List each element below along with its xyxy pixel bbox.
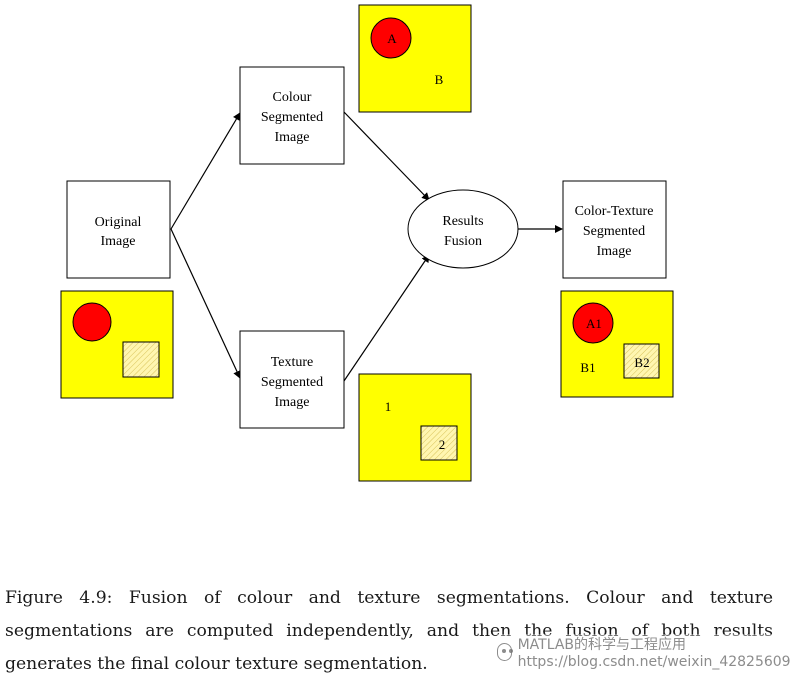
texture-segmented-node: Texture Segmented Image — [239, 330, 345, 429]
node-label-line: Colour — [273, 90, 312, 105]
color-texture-segmented-node: Color-Texture Segmented Image — [562, 180, 667, 279]
red-circle — [572, 302, 614, 344]
arrow-original-to-colour — [170, 112, 241, 230]
region-label-1: 1 — [385, 399, 392, 414]
node-label-line: Image — [597, 244, 632, 259]
node-label-line: Image — [275, 395, 310, 410]
region-label-b2: B2 — [634, 355, 649, 370]
results-fusion-node: Results Fusion — [407, 189, 519, 269]
colour-segmented-thumbnail: A B — [358, 4, 472, 113]
colour-segmented-node: Colour Segmented Image — [239, 66, 345, 165]
node-label-line: Color-Texture — [575, 204, 654, 219]
red-circle — [72, 302, 112, 342]
texture-square — [623, 343, 660, 379]
node-label-line: Original — [95, 215, 142, 230]
node-label-line: Image — [275, 130, 310, 145]
figure-caption: Figure 4.9: Fusion of colour and texture… — [5, 588, 773, 674]
arrow-colour-to-fusion — [343, 111, 430, 201]
node-label-line: Segmented — [261, 375, 323, 390]
wechat-icon — [497, 643, 512, 661]
watermark: MATLAB的科学与工程应用 https://blog.csdn.net/wei… — [497, 634, 798, 670]
texture-square — [420, 425, 458, 461]
original-image-node: Original Image — [66, 180, 171, 279]
final-segmentation-thumbnail: A1 B1 B2 — [560, 290, 674, 398]
texture-segmented-thumbnail: 1 2 — [358, 373, 472, 482]
region-label-b1: B1 — [580, 360, 595, 375]
node-label-line: Image — [101, 234, 136, 249]
node-label-line: Fusion — [444, 234, 482, 249]
arrow-texture-to-fusion — [343, 254, 430, 382]
red-circle — [370, 17, 412, 59]
watermark-text: MATLAB的科学与工程应用 https://blog.csdn.net/wei… — [517, 637, 791, 670]
region-label-a: A — [387, 31, 397, 46]
node-label-line: Segmented — [583, 224, 645, 239]
arrow-original-to-texture — [170, 228, 241, 379]
node-label-line: Texture — [271, 355, 314, 370]
texture-square — [122, 341, 160, 378]
original-image-thumbnail — [60, 290, 174, 399]
region-label-2: 2 — [439, 437, 446, 452]
node-label-line: Results — [442, 214, 483, 229]
region-label-b: B — [435, 72, 444, 87]
fusion-diagram: Original Image Colour Segmented Image Te… — [60, 4, 674, 482]
node-label-line: Segmented — [261, 110, 323, 125]
region-label-a1: A1 — [586, 316, 602, 331]
